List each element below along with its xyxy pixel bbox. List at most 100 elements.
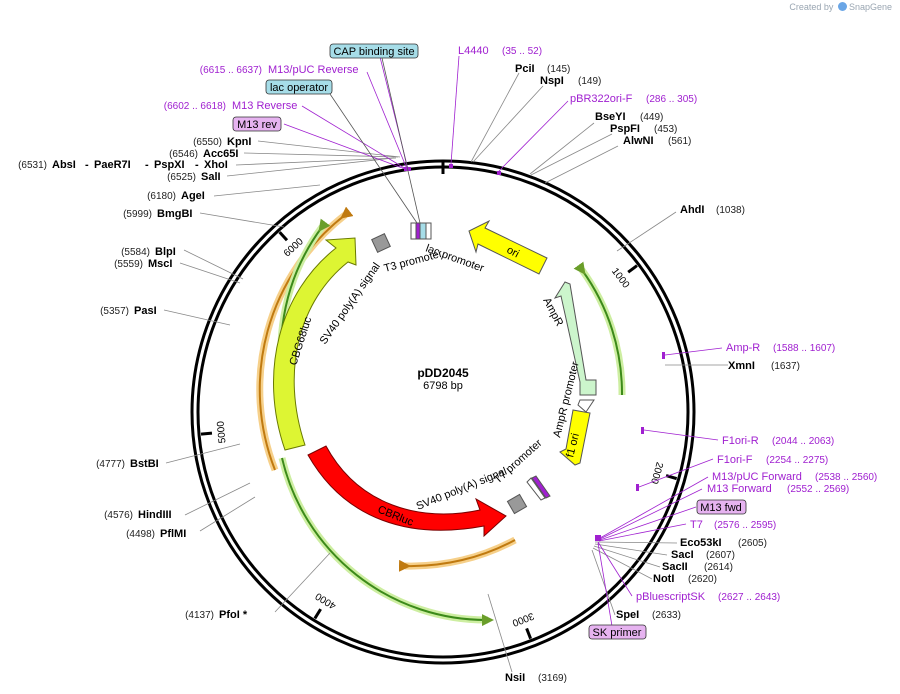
site-pspxi: PspXI <box>154 159 185 171</box>
site-eco53ki-pos: (2605) <box>738 538 767 549</box>
site-pflmi: PflMI <box>160 528 186 540</box>
ruler-label-2000: 2000 <box>648 461 665 486</box>
feature-sv40-a-box <box>506 493 528 515</box>
primer-f1ori-f-pos: (2254 .. 2275) <box>766 455 828 466</box>
backbone-outer-strand <box>190 159 696 665</box>
snapgene-watermark: Created by SnapGene <box>789 2 892 12</box>
backbone-inner-strand <box>196 165 690 659</box>
site-xmni: XmnI <box>728 360 755 372</box>
feature-ori <box>468 219 548 275</box>
leader-lines <box>163 72 728 673</box>
primer-f1ori-r-pos: (2044 .. 2063) <box>772 436 834 447</box>
ruler-label-4000: 4000 <box>313 590 338 611</box>
site-blpi: BlpI <box>155 246 176 258</box>
primer-sk-primer-text: SK primer <box>593 627 642 639</box>
primer-m13-fwd-box: M13 fwd <box>696 499 747 515</box>
cap-binding-site-box: CAP binding site <box>329 43 419 59</box>
orf-arc-bottom-green <box>278 457 489 624</box>
site-pcii: PciI <box>515 63 535 75</box>
site-blpi-pos: (5584) <box>121 247 150 258</box>
primer-t7-pos: (2576 .. 2595) <box>714 520 776 531</box>
site-saci-pos: (2607) <box>706 550 735 561</box>
snapgene-logo-icon <box>837 2 847 11</box>
site-absi-pos: (6531) <box>18 160 47 171</box>
feature-t7-promoter <box>526 475 551 501</box>
feature-ampr <box>553 281 597 396</box>
plasmid-size: 6798 bp <box>423 380 463 392</box>
site-spei: SpeI <box>616 609 639 621</box>
site-alwni-pos: (561) <box>668 136 691 147</box>
lac-operator-text: lac operator <box>270 82 328 94</box>
site-spei-pos: (2633) <box>652 610 681 621</box>
feature-ori-label: ori <box>505 244 521 260</box>
site-acc65i-pos: (6546) <box>169 149 198 160</box>
site-labels: PciI (145) NspI (149) BseYI (449) PspFI … <box>18 63 800 684</box>
site-noti-pos: (2620) <box>688 574 717 585</box>
primer-pbr322ori-f: pBR322ori-F <box>570 93 633 105</box>
site-sep-3: - <box>195 159 199 171</box>
ruler-tick-3000 <box>525 627 532 640</box>
ruler-tick-4000 <box>313 608 322 620</box>
primer-m13-rev-box: M13 rev <box>232 116 282 132</box>
site-sacii: SacII <box>662 561 688 573</box>
primer-f1ori-r: F1ori-R <box>722 435 759 447</box>
primer-m13-forward: M13 Forward <box>707 483 772 495</box>
site-absi: AbsI <box>52 159 76 171</box>
cap-binding-site-text: CAP binding site <box>333 46 414 58</box>
site-bmgbi-pos: (5999) <box>123 209 152 220</box>
feature-sv40-a-label: SV40 poly(A) signal <box>415 465 509 512</box>
site-pcii-pos: (145) <box>547 64 570 75</box>
site-msci-pos: (5559) <box>114 259 143 270</box>
site-nsii: NsiI <box>505 672 525 684</box>
site-pfoi: PfoI * <box>219 609 248 621</box>
feature-f1-ori-label: f1 ori <box>564 432 582 459</box>
primer-m13-puc-forward-pos: (2538 .. 2560) <box>815 472 877 483</box>
site-acc65i: Acc65I <box>203 148 238 160</box>
primer-leader-lines <box>283 55 723 627</box>
site-bseyi: BseYI <box>595 111 626 123</box>
site-pasi: PasI <box>134 305 157 317</box>
site-agei: AgeI <box>181 190 205 202</box>
ruler-tick-1000 <box>627 264 638 274</box>
primer-amp-r: Amp-R <box>726 342 760 354</box>
feature-f1-ori <box>559 409 591 466</box>
feature-lac-cluster <box>410 222 432 240</box>
primer-m13-puc-reverse: M13/pUC Reverse <box>268 64 358 76</box>
orf-arc-bottom-orange <box>404 536 517 570</box>
site-pflmi-pos: (4498) <box>126 529 155 540</box>
site-pfoi-pos: (4137) <box>185 610 214 621</box>
ruler-tick-6000 <box>278 231 289 242</box>
site-xhoi: XhoI <box>204 159 228 171</box>
created-by-text: Created by <box>789 2 834 12</box>
site-sali-pos: (6525) <box>167 172 196 183</box>
site-alwni: AlwNI <box>623 135 654 147</box>
primer-m13-rev-text: M13 rev <box>237 119 277 131</box>
snapgene-brand-text: SnapGene <box>848 2 892 12</box>
site-sacii-pos: (2614) <box>704 562 733 573</box>
plasmid-name: pDD2045 <box>417 366 469 380</box>
primer-amp-r-pos: (1588 .. 1607) <box>773 343 835 354</box>
backbone <box>190 159 696 665</box>
site-msci: MscI <box>148 258 172 270</box>
site-sep-2: - <box>145 159 149 171</box>
primer-sk-primer-box: SK primer <box>588 624 647 640</box>
ruler-label-5000: 5000 <box>216 420 229 444</box>
orf-arcs <box>256 206 626 627</box>
primer-m13-fwd-text: M13 fwd <box>700 502 742 514</box>
primer-l4440: L4440 <box>458 45 489 57</box>
primer-m13-puc-reverse-pos: (6615 .. 6637) <box>200 65 262 76</box>
feature-sv40-b-box <box>371 233 391 253</box>
site-nspi-pos: (149) <box>578 76 601 87</box>
primer-labels: L4440 (35 .. 52) pBR322ori-F (286 .. 305… <box>164 45 877 640</box>
primer-l4440-pos: (35 .. 52) <box>502 46 542 57</box>
primer-m13-forward-pos: (2552 .. 2569) <box>787 484 849 495</box>
site-xmni-pos: (1637) <box>771 361 800 372</box>
site-kpni-pos: (6550) <box>193 137 222 148</box>
site-nspi: NspI <box>540 75 564 87</box>
orf-arc-right-green <box>579 267 626 396</box>
site-pspfi: PspFI <box>610 123 640 135</box>
site-paer7i: PaeR7I <box>94 159 131 171</box>
site-ahdi-pos: (1038) <box>716 205 745 216</box>
